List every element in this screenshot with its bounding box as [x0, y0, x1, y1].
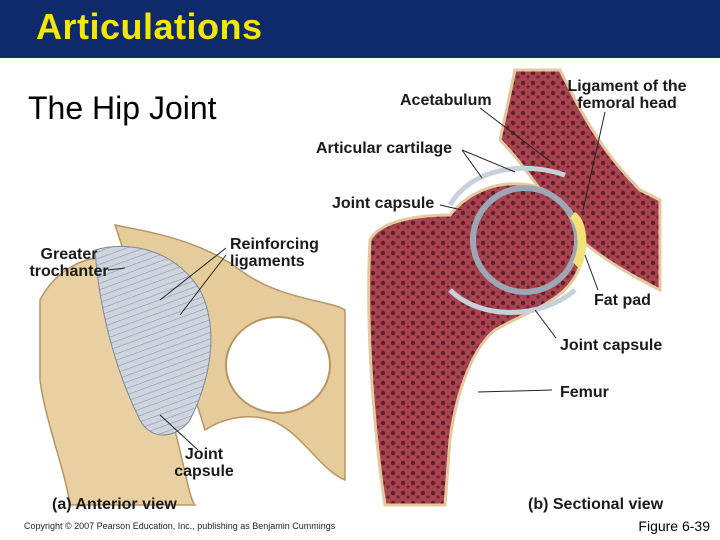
fat-pad-shape [570, 212, 587, 270]
joint-capsule-anterior [94, 245, 212, 436]
sectional-view-drawing [367, 68, 662, 507]
label-articular-cartilage: Articular cartilage [316, 140, 453, 157]
label-acetabulum: Acetabulum [400, 92, 492, 109]
label-greater-trochanter: Greater trochanter [29, 246, 109, 280]
femoral-head [470, 185, 580, 295]
label-joint-capsule-bottom: Joint capsule [560, 337, 663, 354]
obturator-foramen [225, 316, 331, 414]
label-fat-pad: Fat pad [594, 292, 651, 309]
copyright-notice: Copyright © 2007 Pearson Education, Inc.… [24, 521, 336, 531]
label-joint-capsule-anterior: Joint capsule [174, 446, 234, 480]
label-ligament-of-femoral-head: Ligament of the femoral head [567, 78, 687, 112]
leader-lines [107, 107, 606, 451]
hip-bone-section [498, 68, 662, 293]
label-reinforcing-ligaments: Reinforcing ligaments [230, 236, 319, 270]
figure-number: Figure 6-39 [638, 518, 710, 534]
slide-subtitle: The Hip Joint [28, 90, 217, 126]
anterior-view-drawing [39, 224, 346, 506]
title-bar: Articulations [0, 0, 720, 58]
label-femur: Femur [560, 384, 609, 401]
caption-sectional-view: (b) Sectional view [528, 496, 664, 513]
label-joint-capsule-top: Joint capsule [332, 195, 435, 212]
slide-title: Articulations [36, 6, 263, 47]
joint-capsule-section [447, 165, 577, 315]
caption-anterior-view: (a) Anterior view [52, 496, 177, 513]
